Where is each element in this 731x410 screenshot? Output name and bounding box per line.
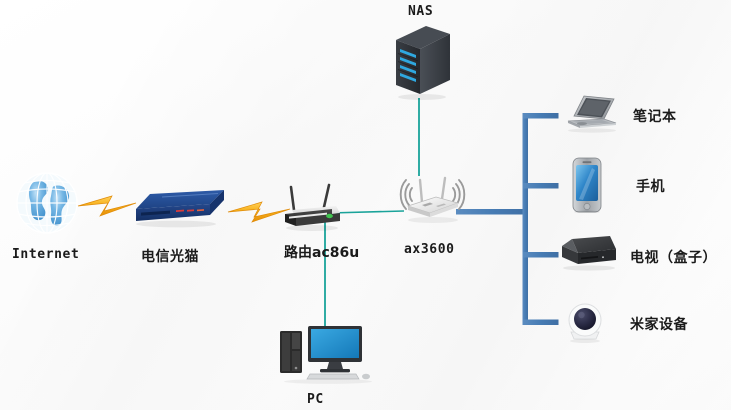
tv-box-icon (562, 236, 616, 271)
ip-camera-icon (568, 303, 602, 343)
label-ip-camera: 米家设备 (630, 317, 688, 333)
label-smartphone: 手机 (636, 179, 665, 195)
label-nas: NAS (408, 4, 434, 19)
label-pc: PC (307, 392, 324, 407)
node-tv-box[interactable] (558, 233, 620, 280)
label-router: 路由ac86u (284, 245, 360, 261)
node-laptop[interactable] (560, 92, 620, 139)
link-internet-to-modem (77, 195, 137, 217)
link-ap-to-client-bus (456, 113, 559, 325)
node-nas[interactable] (392, 22, 454, 107)
desktop-pc-icon (280, 326, 372, 384)
label-internet: Internet (12, 247, 80, 262)
label-ap: ax3600 (404, 242, 455, 257)
label-laptop: 笔记本 (633, 109, 677, 125)
label-modem: 电信光猫 (141, 249, 199, 265)
node-internet[interactable] (14, 170, 80, 241)
smartphone-icon (572, 157, 602, 214)
link-modem-to-router (227, 201, 291, 223)
wifi-ap-icon (399, 176, 466, 223)
laptop-icon (567, 95, 617, 133)
node-modem[interactable] (132, 188, 228, 235)
modem-icon (136, 190, 224, 228)
node-pc[interactable] (278, 322, 374, 389)
node-ap[interactable] (396, 166, 470, 231)
label-tv-box: 电视（盒子） (630, 250, 717, 266)
globe-icon (16, 172, 78, 234)
node-ip-camera[interactable] (563, 300, 607, 349)
wifi-router-icon (285, 183, 340, 231)
link-router-to-ap (329, 210, 405, 214)
node-smartphone[interactable] (570, 157, 604, 218)
nas-tower-icon (396, 26, 450, 100)
node-router[interactable] (282, 182, 344, 237)
